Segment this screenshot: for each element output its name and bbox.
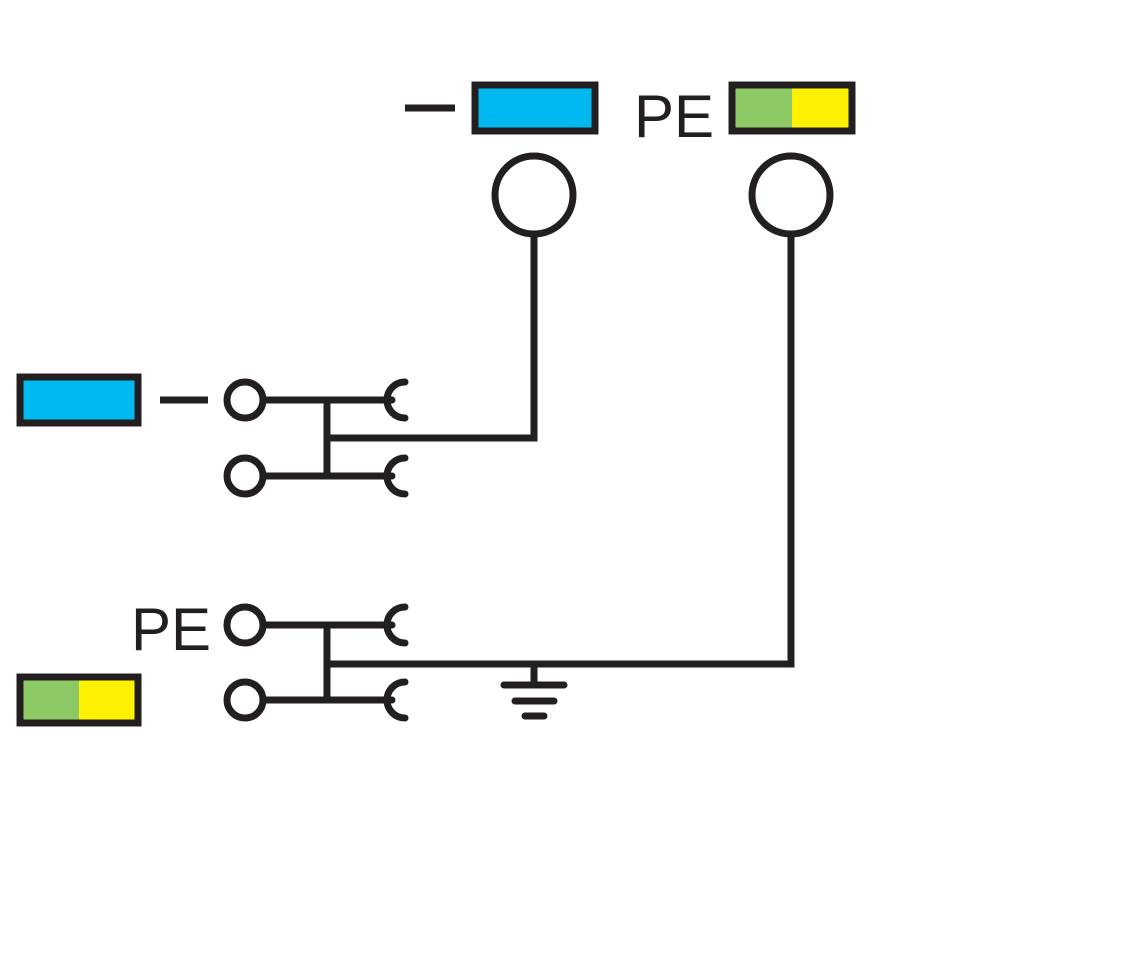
terminal-circle [223,603,267,647]
terminal-row-pe-2 [223,678,409,722]
terminal-circle [223,454,267,498]
terminal-circle [223,378,267,422]
left-blue-marker [16,373,142,427]
socket-cup [383,378,409,422]
terminal-row-minus-1 [223,378,409,422]
terminal-row-pe-1 [223,603,409,647]
top-pe-label: PE [634,83,714,150]
left-green-yellow-marker [16,673,142,727]
left-pe-label: PE [131,596,211,663]
socket-cup [383,603,409,647]
terminal-row-minus-2 [223,454,409,498]
top-blue-marker [471,81,599,135]
top-minus-terminal-circle [491,152,577,238]
minus-wire [323,230,538,442]
top-pe-terminal-circle [748,152,834,238]
socket-cup [383,454,409,498]
top-green-yellow-marker [728,81,856,135]
pe-wire [323,230,795,668]
socket-cup [383,678,409,722]
ground-icon [500,660,568,720]
terminal-circle [223,678,267,722]
